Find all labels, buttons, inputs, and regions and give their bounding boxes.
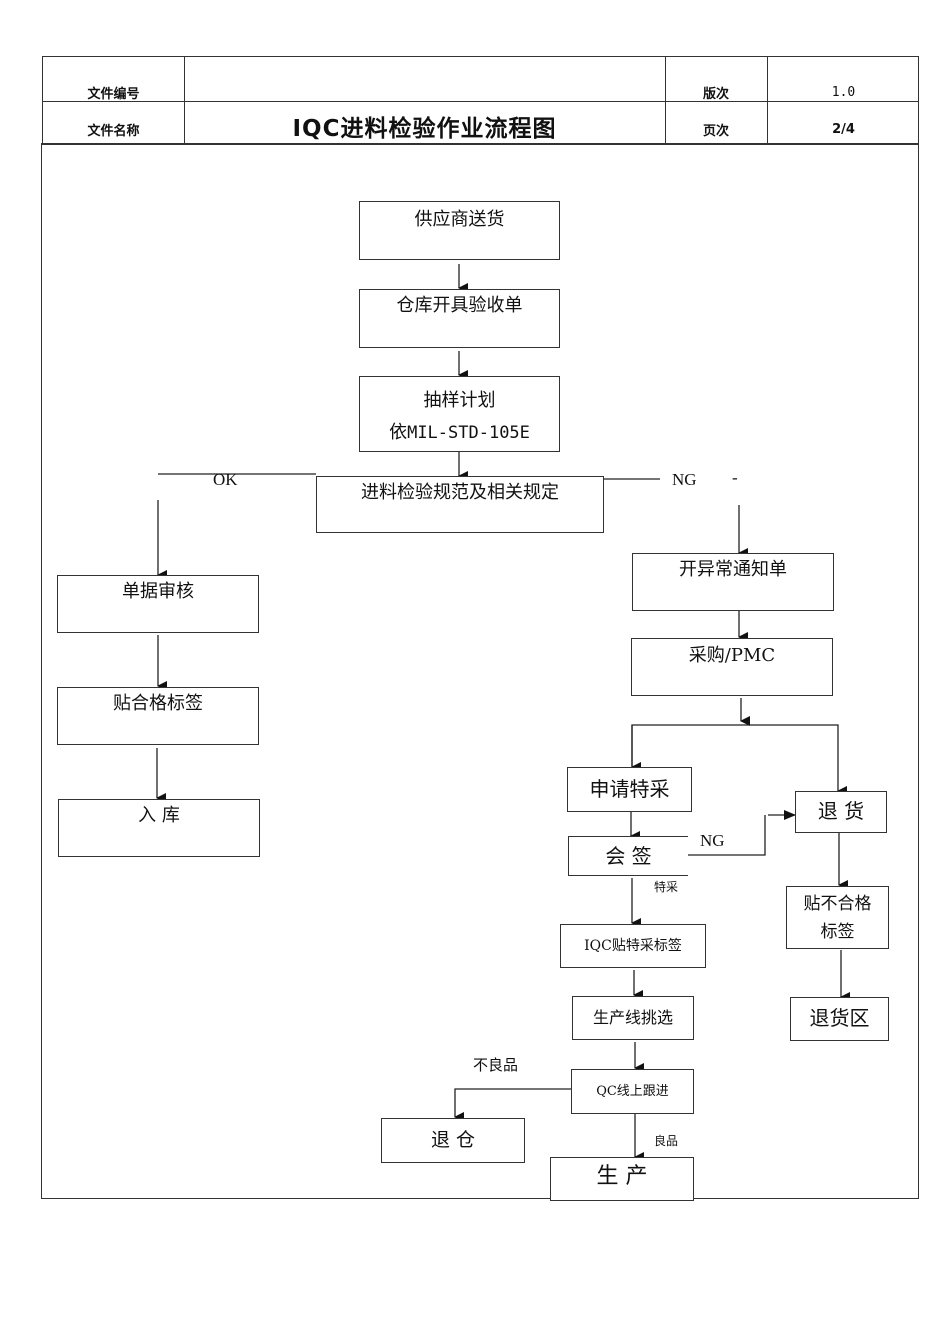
supplier-delivery-box: 供应商送货	[359, 201, 560, 260]
ng-dash: -	[732, 468, 738, 487]
box-label: 贴合格标签	[113, 693, 203, 714]
box-label-2: 依MIL-STD-105E	[360, 417, 559, 449]
standard-code: MIL-STD-105E	[407, 423, 530, 443]
box-label: 抽样计划	[423, 390, 496, 411]
header-divider	[665, 57, 666, 143]
return-goods-box: 退 货	[795, 791, 887, 833]
ng-label: NG	[672, 470, 697, 489]
countersign-ng-label: NG	[700, 831, 725, 850]
abnormal-notice-box: 开异常通知单	[632, 553, 834, 611]
countersign-ng-line	[688, 815, 766, 856]
purchasing-pmc-box: 采购/PMC	[631, 638, 833, 696]
flowchart-frame	[41, 143, 919, 1199]
countersign-box: 会 签	[568, 836, 688, 876]
iqc-special-tag-box: IQC贴特采标签	[560, 924, 706, 968]
box-label-2: 标签	[820, 922, 855, 942]
box-label: IQC贴特采标签	[584, 938, 682, 954]
page-label: 页次	[702, 123, 729, 139]
doc-name-label: 文件名称	[87, 123, 140, 139]
warehouse-receipt-box: 仓库开具验收单	[359, 289, 560, 348]
fail-tag-box: 贴不合格 标签	[786, 886, 889, 949]
warehousing-box: 入 库	[58, 799, 260, 857]
box-label: 开异常通知单	[679, 559, 787, 580]
pass-label-box: 贴合格标签	[57, 687, 259, 745]
inspection-spec-box: 进料检验规范及相关规定	[316, 476, 604, 533]
box-label: 退 仓	[430, 1129, 476, 1151]
box-label: 生 产	[596, 1164, 648, 1189]
defective-label: 不良品	[473, 1056, 519, 1074]
return-area-box: 退货区	[790, 997, 889, 1041]
qc-followup-box: QC线上跟进	[571, 1069, 694, 1114]
box-label: 入 库	[138, 805, 180, 826]
box-label: 生产线挑选	[592, 1008, 673, 1027]
box-label: QC线上跟进	[596, 1084, 669, 1099]
sampling-plan-box: 抽样计划 依MIL-STD-105E	[359, 376, 560, 452]
doc-review-box: 单据审核	[57, 575, 259, 633]
version-label: 版次	[702, 86, 729, 102]
ok-label: OK	[213, 470, 238, 489]
page-value: 2/4	[832, 121, 855, 137]
header-divider	[184, 57, 185, 143]
box-label: 进料检验规范及相关规定	[361, 482, 559, 503]
box-label: 申请特采	[589, 777, 670, 801]
defective-line	[454, 1088, 571, 1122]
special-label: 特采	[654, 880, 679, 894]
box-label: 仓库开具验收单	[396, 295, 523, 316]
version-value: 1.0	[831, 84, 856, 100]
header-divider	[43, 101, 918, 102]
return-warehouse-box: 退 仓	[381, 1118, 525, 1163]
box-label: 采购/PMC	[688, 645, 776, 666]
box-label: 供应商送货	[414, 209, 505, 230]
header-divider	[767, 57, 768, 143]
good-label: 良品	[654, 1134, 679, 1148]
box-label: 会 签	[605, 844, 652, 868]
box-label: 单据审核	[122, 581, 194, 602]
box-label-prefix: 依	[389, 422, 408, 443]
box-label: 退 货	[817, 799, 865, 823]
production-box: 生 产	[550, 1157, 694, 1201]
special-request-box: 申请特采	[567, 767, 692, 812]
box-label: 贴不合格	[803, 894, 872, 914]
line-sorting-box: 生产线挑选	[572, 996, 694, 1040]
doc-title: IQC进料检验作业流程图	[292, 116, 557, 142]
doc-number-label: 文件编号	[87, 86, 140, 102]
box-label: 退货区	[809, 1006, 870, 1030]
